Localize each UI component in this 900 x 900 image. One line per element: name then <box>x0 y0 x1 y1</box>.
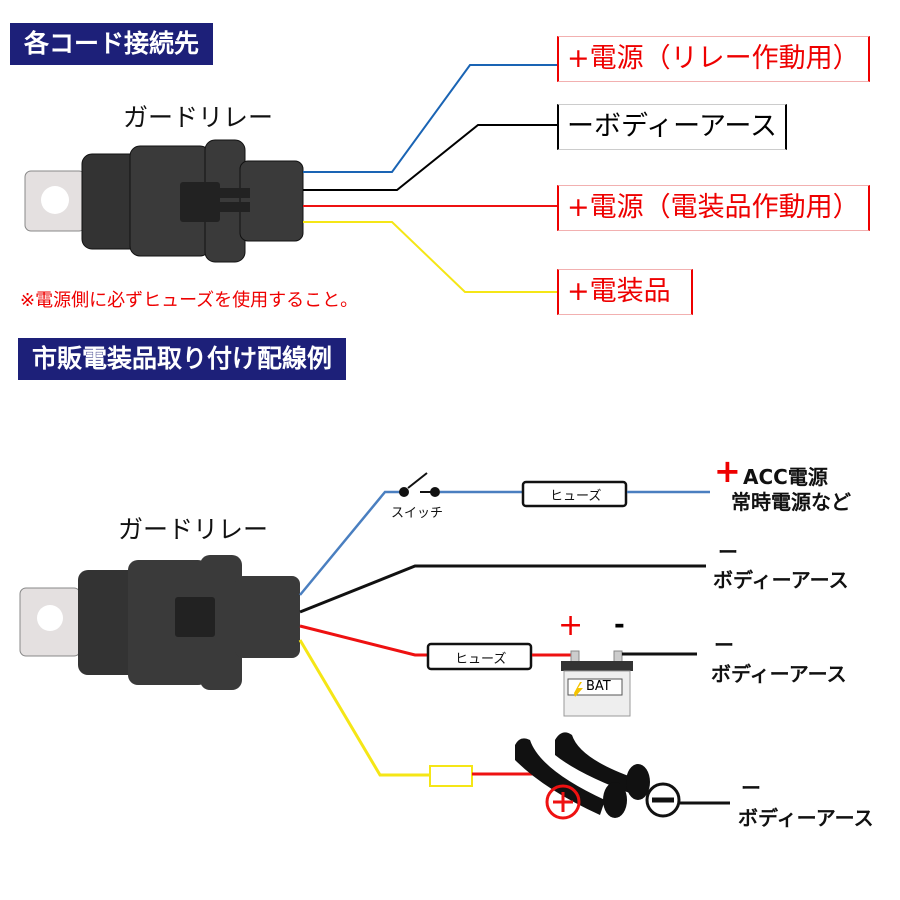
fuse-label-red: ヒューズ <box>455 652 507 667</box>
section-header-example: 市販電装品取り付け配線例 <box>18 338 347 380</box>
minus-circle-icon <box>645 782 681 818</box>
battery-minus: - <box>614 610 625 640</box>
target-body-earth: ーボディーアース <box>557 104 788 150</box>
battery-plus: + <box>558 608 584 643</box>
switch-label: スイッチ <box>391 506 444 521</box>
earth-label-2: ボディーアース <box>711 662 847 686</box>
battery-label: BAT <box>586 679 611 694</box>
target-device: +電装品 <box>557 269 693 315</box>
earth-minus-1: ー <box>718 540 738 564</box>
earth-label-3: ボディーアース <box>738 806 874 830</box>
target-relay-power: +電源（リレー作動用） <box>557 36 870 82</box>
earth-minus-3: ー <box>741 776 761 800</box>
relay-label-bottom: ガードリレー <box>118 515 269 544</box>
fuse-label-blue: ヒューズ <box>550 489 602 504</box>
target-device-power: +電源（電装品作動用） <box>557 185 870 231</box>
fuse-blue <box>521 480 628 508</box>
relay-top <box>24 139 304 263</box>
plus-circle-icon <box>545 784 581 820</box>
battery-icon <box>561 650 633 717</box>
fuse-note: ※電源側に必ずヒューズを使用すること。 <box>20 290 359 311</box>
wire-black-top <box>303 124 557 191</box>
wire-blue-top <box>303 64 557 173</box>
relay-bottom <box>19 555 300 690</box>
acc-line1: ACC電源 <box>743 465 828 489</box>
relay-label-top: ガードリレー <box>123 103 274 132</box>
acc-line2: 常時電源など <box>731 490 851 514</box>
fuse-red <box>426 642 533 671</box>
wire-yellow-top <box>303 221 557 293</box>
earth-label-1: ボディーアース <box>713 568 849 592</box>
section-header-connections: 各コード接続先 <box>10 23 214 65</box>
acc-plus: + <box>714 452 741 490</box>
horn-icon <box>515 732 650 818</box>
wire-black-bottom <box>299 564 706 614</box>
earth-minus-2: ー <box>714 633 734 657</box>
